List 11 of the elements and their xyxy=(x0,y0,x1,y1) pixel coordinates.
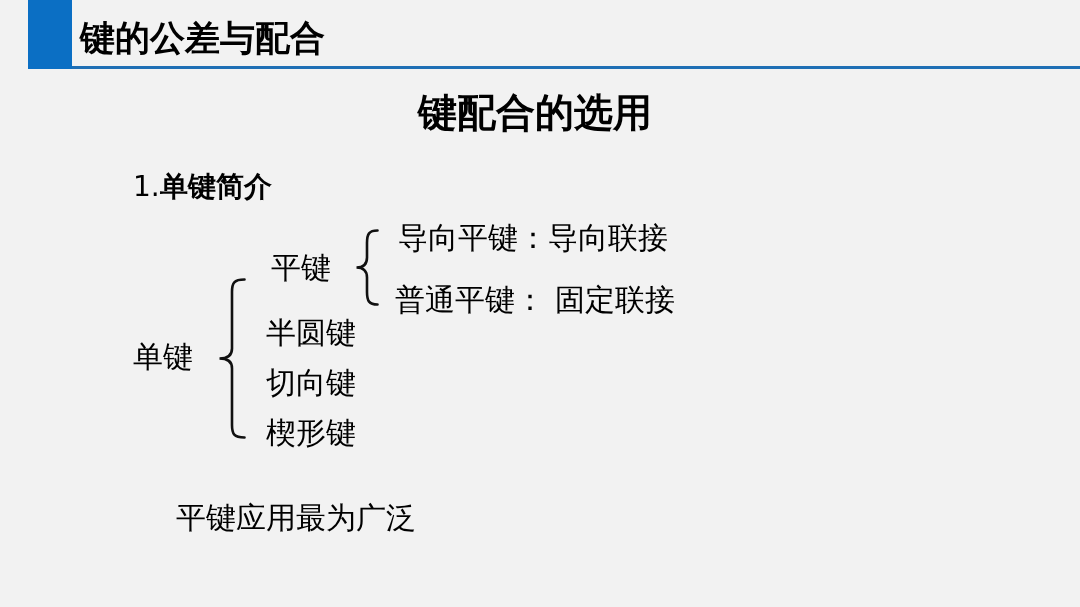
category-text: 平键 xyxy=(271,250,331,286)
note-text: 平键应用最为广泛 xyxy=(176,500,416,536)
category-text: 半圆键 xyxy=(266,315,356,351)
section-heading: 1.单键简介 xyxy=(133,170,272,204)
category-text: 单键 xyxy=(133,339,193,375)
category-text: 楔形键 xyxy=(266,415,356,451)
category-text: 切向键 xyxy=(266,365,356,401)
subtitle-heading: 键配合的选用 xyxy=(418,90,652,136)
slide-heading: 键的公差与配合 xyxy=(80,17,325,59)
definition-text: 普通平键： 固定联接 xyxy=(395,282,675,318)
definition-text: 导向平键：导向联接 xyxy=(398,220,668,256)
